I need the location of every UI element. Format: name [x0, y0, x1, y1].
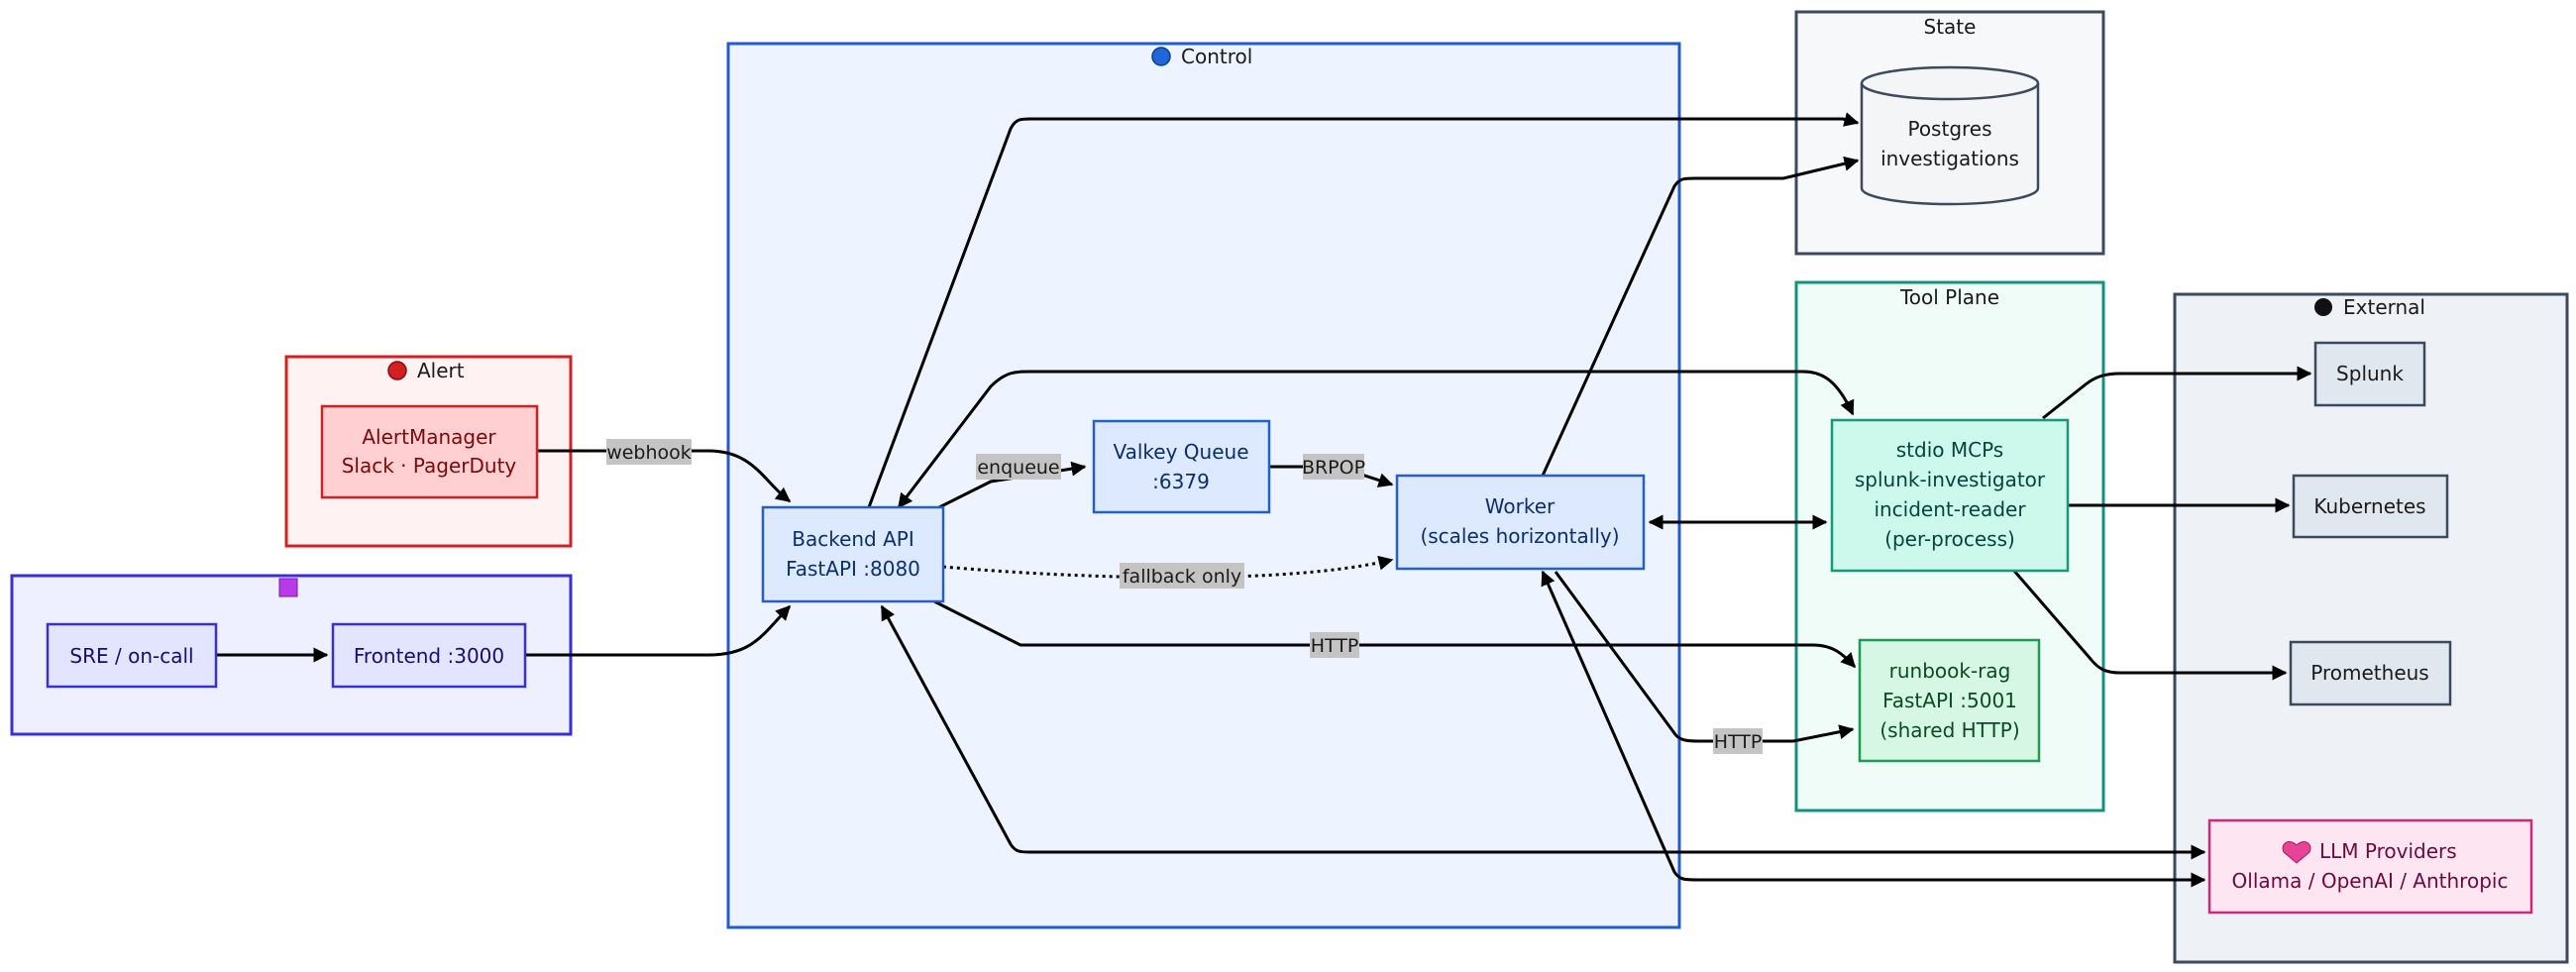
edge-backend-worker-fallback — [942, 555, 1394, 580]
edge-backend-llm — [880, 604, 2206, 860]
svg-text:HTTP: HTTP — [1714, 731, 1763, 753]
svg-text:runbook-rag: runbook-rag — [1889, 659, 2011, 683]
svg-text:(shared HTTP): (shared HTTP) — [1879, 718, 2019, 742]
edge-backend-postgres — [867, 112, 1860, 508]
group-title-control: Control — [1181, 45, 1252, 68]
edge-label-fallback: fallback only — [1120, 563, 1244, 589]
group-title-tool-plane: Tool Plane — [1899, 285, 1999, 309]
node-mcps[interactable]: stdio MCPs splunk-investigator incident-… — [1830, 418, 2070, 573]
edge-frontend-backend — [525, 604, 792, 657]
svg-text:Splunk: Splunk — [2336, 362, 2404, 385]
red-circle-icon — [387, 361, 407, 380]
black-circle-icon — [2314, 298, 2332, 316]
svg-text:SRE / on-call: SRE / on-call — [69, 644, 193, 668]
edge-label-http-runbook: HTTP — [1310, 632, 1359, 658]
pink-heart-icon — [2282, 841, 2311, 864]
svg-text::6379: :6379 — [1152, 470, 1210, 493]
svg-text:webhook: webhook — [606, 442, 692, 464]
node-backend[interactable]: Backend API FastAPI :8080 — [761, 505, 945, 603]
edge-mcps-prometheus — [2011, 569, 2288, 681]
svg-text:Ollama / OpenAI / Anthropic: Ollama / OpenAI / Anthropic — [2232, 869, 2509, 893]
svg-text:Postgres: Postgres — [1907, 117, 1991, 141]
node-alertmanager[interactable]: AlertManager Slack · PagerDuty — [320, 404, 539, 499]
svg-text:Valkey Queue: Valkey Queue — [1113, 440, 1248, 464]
svg-text:BRPOP: BRPOP — [1302, 457, 1365, 479]
svg-text:AlertManager: AlertManager — [362, 425, 496, 449]
node-splunk[interactable]: Splunk — [2313, 341, 2426, 407]
edge-mcps-splunk — [2042, 366, 2312, 420]
svg-text:(per-process): (per-process) — [1884, 527, 2015, 551]
svg-text:splunk-investigator: splunk-investigator — [1855, 468, 2046, 491]
node-kubernetes[interactable]: Kubernetes — [2292, 474, 2449, 539]
svg-text:Slack · PagerDuty: Slack · PagerDuty — [342, 454, 517, 478]
node-worker[interactable]: Worker (scales horizontally) — [1395, 474, 1646, 571]
edge-label-brpop: BRPOP — [1302, 454, 1365, 480]
svg-text:(scales horizontally): (scales horizontally) — [1420, 524, 1619, 548]
svg-text:investigations: investigations — [1880, 147, 2019, 170]
edge-worker-postgres — [1541, 156, 1860, 477]
svg-text:FastAPI :5001: FastAPI :5001 — [1882, 689, 2017, 712]
node-postgres[interactable]: Postgres investigations — [1860, 65, 2040, 206]
blue-circle-icon — [1151, 47, 1171, 66]
node-valkey[interactable]: Valkey Queue :6379 — [1092, 419, 1271, 514]
svg-text:Kubernetes: Kubernetes — [2313, 494, 2425, 518]
edge-worker-llm — [1541, 570, 2206, 888]
node-sre[interactable]: SRE / on-call — [46, 622, 218, 689]
edge-alertmanager-backend — [537, 449, 792, 503]
group-title-alert: Alert — [417, 359, 465, 382]
svg-text:Worker: Worker — [1485, 494, 1556, 518]
group-title-state: State — [1924, 15, 1977, 39]
svg-text:stdio MCPs: stdio MCPs — [1896, 438, 2003, 462]
node-llm[interactable]: LLM Providers Ollama / OpenAI / Anthropi… — [2207, 818, 2533, 915]
svg-text:Prometheus: Prometheus — [2310, 661, 2428, 685]
edge-label-webhook: webhook — [606, 439, 692, 465]
purple-square-icon — [278, 578, 298, 597]
svg-text:enqueue: enqueue — [977, 457, 1059, 479]
svg-text:HTTP: HTTP — [1311, 635, 1359, 657]
node-frontend[interactable]: Frontend :3000 — [331, 622, 527, 689]
edges — [216, 112, 2312, 888]
edge-label-enqueue: enqueue — [976, 454, 1061, 480]
svg-text:Backend API: Backend API — [792, 527, 914, 551]
svg-text:fallback only: fallback only — [1123, 566, 1241, 588]
edge-backend-mcps — [897, 370, 1855, 509]
node-runbook[interactable]: runbook-rag FastAPI :5001 (shared HTTP) — [1858, 638, 2041, 763]
svg-text:Frontend :3000: Frontend :3000 — [354, 644, 504, 668]
node-prometheus[interactable]: Prometheus — [2289, 640, 2452, 706]
svg-text:incident-reader: incident-reader — [1874, 497, 2026, 521]
edge-label-http-worker: HTTP — [1713, 728, 1763, 754]
svg-text:FastAPI :8080: FastAPI :8080 — [786, 557, 920, 581]
svg-text:LLM Providers: LLM Providers — [2319, 839, 2457, 863]
group-title-external: External — [2343, 295, 2425, 319]
